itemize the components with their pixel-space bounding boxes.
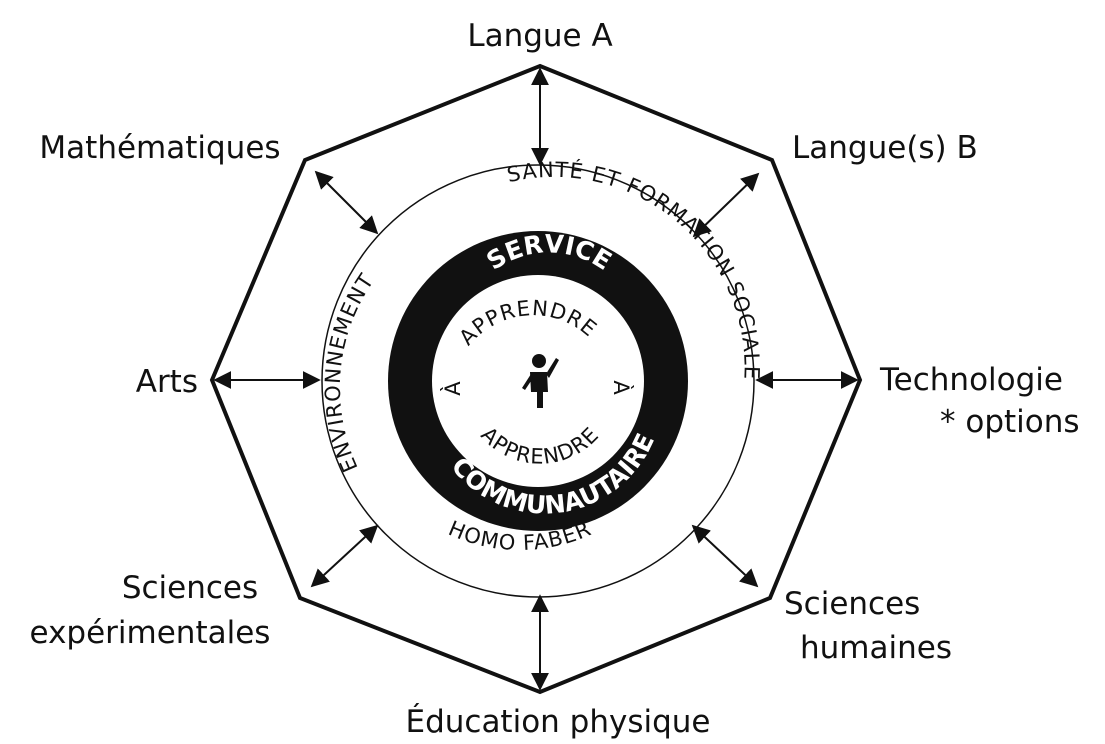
subject-sciences-experimentales-line2: expérimentales [30, 615, 271, 651]
subject-technologie-line1: Technologie [879, 362, 1063, 398]
subject-langue-a: Langue A [467, 18, 612, 54]
subject-mathematiques: Mathématiques [39, 130, 280, 166]
subject-langues-b: Langue(s) B [792, 130, 978, 166]
arrow-sciences-experimentales [310, 524, 379, 588]
learn-label-right: À [609, 380, 634, 395]
subject-arts: Arts [136, 364, 198, 400]
arrow-langues-b [692, 172, 760, 238]
arrow-sciences-humaines [691, 524, 759, 588]
subject-technologie-line2: * options [940, 404, 1080, 440]
outer-octagon [209, 63, 863, 695]
arrow-mathematiques [314, 170, 379, 235]
subject-sciences-humaines-line1: Sciences [784, 586, 920, 622]
learn-label-left: À [440, 380, 465, 395]
subject-sciences-humaines-line2: humaines [800, 630, 952, 666]
connector-arrows [213, 67, 859, 691]
person-waving-icon [522, 354, 559, 408]
subject-education-physique: Éducation physique [405, 704, 710, 740]
subject-sciences-experimentales-line1: Sciences [122, 570, 258, 606]
